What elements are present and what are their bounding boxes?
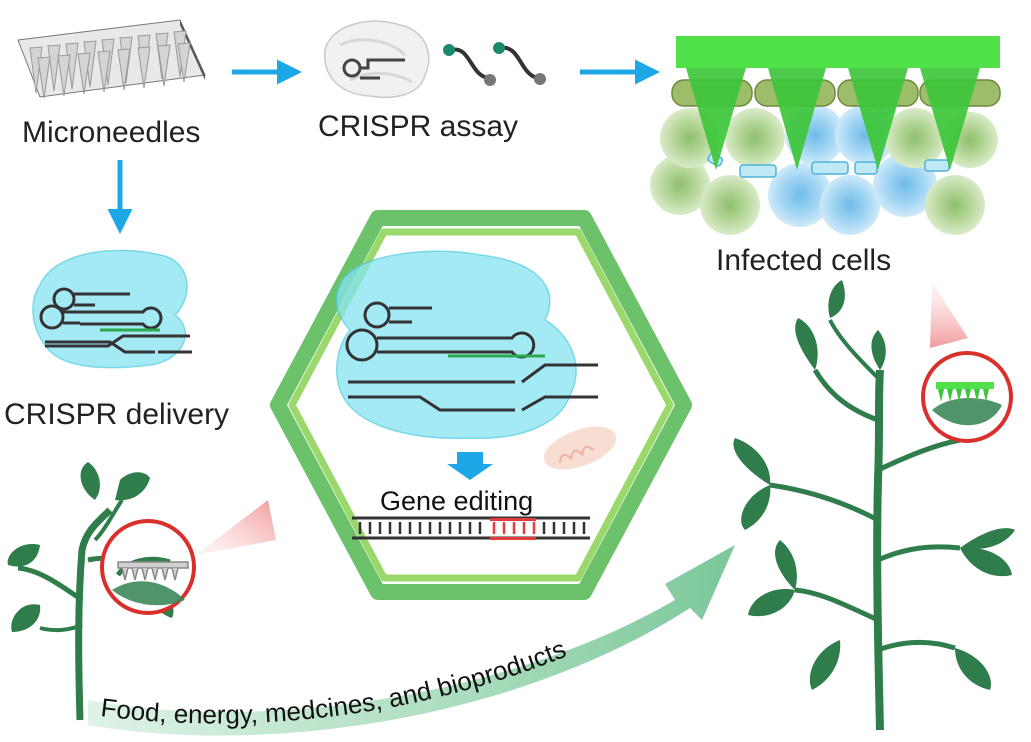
crispr-delivery-complex bbox=[32, 249, 192, 369]
label-applications: Food, energy, medcines, and bioproducts bbox=[99, 633, 570, 729]
label-crispr-delivery: CRISPR delivery bbox=[4, 398, 229, 431]
label-gene-editing: Gene editing bbox=[380, 486, 533, 516]
zoom-cone-right bbox=[930, 282, 968, 348]
mitochondrion-icon bbox=[543, 426, 617, 470]
reporter-probe-icon bbox=[443, 42, 546, 86]
applications-arrow bbox=[88, 545, 735, 736]
magnifier-icon-right bbox=[921, 351, 1013, 443]
label-crispr-assay: CRISPR assay bbox=[318, 110, 518, 143]
magnifier-icon-left bbox=[100, 519, 196, 615]
label-microneedles: Microneedles bbox=[22, 116, 200, 149]
microneedle-patch-icon bbox=[17, 19, 206, 99]
cas-protein-icon bbox=[324, 20, 430, 99]
zoom-cone-left bbox=[196, 500, 276, 555]
label-infected-cells: Infected cells bbox=[716, 244, 891, 277]
gene-editing-hexagon bbox=[270, 210, 692, 600]
infected-cells-illustration bbox=[650, 36, 1001, 235]
plant-icon-right bbox=[733, 280, 1015, 731]
